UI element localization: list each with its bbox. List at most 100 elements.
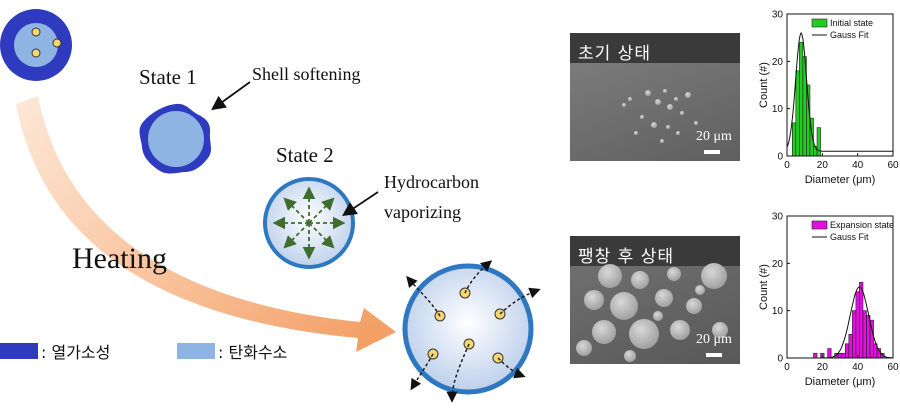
y-tick-label: 20: [772, 259, 784, 270]
vaporizing-label: vaporizing: [384, 202, 461, 222]
histogram-bar: [816, 127, 821, 157]
sem-particle: [610, 292, 638, 320]
histogram-bar: [791, 122, 797, 157]
histogram-bar: [813, 352, 818, 359]
state2-microsphere: [263, 177, 355, 269]
histogram-bar: [852, 310, 857, 359]
gauss-fit-line: [787, 286, 893, 359]
state1-microsphere: [139, 103, 212, 174]
sem-particle: [685, 92, 691, 98]
plot-frame: [786, 13, 894, 157]
legend-swatch-hydrocarbon: [177, 343, 215, 359]
x-tick-label: 0: [784, 362, 790, 373]
histogram-bar: [799, 42, 804, 157]
hydrocarbon-label: Hydrocarbon: [384, 172, 479, 192]
gauss-fit-line: [786, 31, 893, 152]
sem-particle: [666, 125, 670, 129]
legend-swatch-shell: [0, 343, 38, 359]
sem-particle: [576, 340, 592, 356]
state2-label: State 2: [276, 143, 334, 167]
y-tick-label: 30: [772, 10, 784, 21]
sem-particle: [629, 319, 659, 349]
sem-particle: [686, 298, 702, 314]
histogram-bar: [859, 281, 864, 359]
sem-particle: [674, 97, 678, 101]
y-tick-label: 30: [772, 212, 784, 223]
histogram-bar: [855, 291, 860, 359]
x-tick-label: 20: [817, 362, 829, 373]
y-axis-label: Count (#): [758, 264, 770, 310]
x-axis-label: Diameter (μm): [805, 174, 876, 186]
legend-label-shell: : 열가소성: [41, 343, 110, 362]
histogram-bar: [841, 352, 846, 359]
sem-particle: [645, 90, 651, 96]
sem-particle: [670, 320, 690, 340]
x-axis-label: Diameter (μm): [805, 376, 876, 388]
sem-particle: [694, 121, 698, 125]
vaporizing-pointer: [342, 191, 379, 216]
sem-particle: [695, 285, 705, 295]
sem-scale-initial: 20 μm: [696, 129, 732, 144]
histogram-bar: [862, 310, 867, 359]
histogram-bar: [844, 343, 850, 359]
sem-particle: [655, 99, 661, 105]
y-tick-label: 20: [772, 57, 784, 68]
sem-scale-expansion: 20 μm: [696, 332, 732, 347]
sem-particle: [631, 271, 649, 289]
sem-label-expansion: 팽창 후 상태: [578, 247, 675, 267]
sem-particle: [598, 264, 622, 288]
sem-particle: [660, 139, 664, 143]
sem-particle: [628, 97, 632, 101]
sem-particle: [584, 290, 604, 310]
heating-arrow: [16, 96, 396, 352]
y-tick-label: 10: [772, 104, 784, 115]
histogram-bar: [837, 352, 843, 359]
sem-particle: [634, 131, 638, 135]
sem-particle: [667, 104, 673, 110]
x-tick-label: 40: [852, 362, 864, 373]
sem-particle: [624, 350, 636, 362]
sem-label-initial: 초기 상태: [578, 44, 651, 64]
y-tick-label: 10: [772, 306, 784, 317]
x-tick-label: 20: [817, 160, 829, 171]
sem-particle: [622, 103, 626, 107]
shell-softening-label: Shell softening: [252, 64, 361, 84]
initial-microsphere: [0, 9, 72, 81]
histogram-bar: [848, 334, 853, 359]
sem-particle: [667, 267, 681, 281]
sem-image-initial: 초기 상태 20 μm: [570, 33, 740, 161]
y-axis-label: Count (#): [758, 62, 770, 108]
legend-swatch-bars: [811, 18, 828, 28]
legend-swatch-bars: [811, 220, 828, 230]
sem-particle: [676, 131, 680, 135]
legend-label-fit: Gauss Fit: [830, 232, 869, 242]
plot-frame: [786, 215, 894, 359]
x-tick-label: 60: [887, 362, 899, 373]
heating-label: Heating: [72, 242, 167, 275]
state1-label: State 1: [139, 65, 197, 89]
histogram-bar: [827, 348, 832, 359]
sem-scale-bar-expansion: [706, 353, 722, 357]
sem-particle: [640, 115, 644, 119]
y-tick-label: 0: [777, 354, 783, 365]
sem-particle: [653, 311, 663, 321]
sem-particle: [592, 320, 616, 344]
sem-particle: [680, 111, 684, 115]
expanded-microsphere: [402, 260, 541, 403]
legend-label-fit: Gauss Fit: [830, 30, 869, 40]
shell-softening-pointer: [211, 81, 251, 111]
y-tick-label: 0: [777, 152, 783, 163]
sem-particle: [655, 289, 673, 307]
sem-particle: [712, 322, 728, 338]
legend-label-bars: Expansion state: [830, 220, 894, 230]
legend-label-hydrocarbon: : 탄화수소: [218, 343, 287, 362]
x-tick-label: 60: [887, 160, 899, 171]
legend-label-bars: Initial state: [830, 18, 873, 28]
sem-image-expansion: 팽창 후 상태 20 μm: [570, 236, 740, 364]
sem-particle: [663, 89, 667, 93]
sem-scale-bar-initial: [704, 150, 720, 154]
x-tick-label: 40: [852, 160, 864, 171]
x-tick-label: 0: [784, 160, 790, 171]
